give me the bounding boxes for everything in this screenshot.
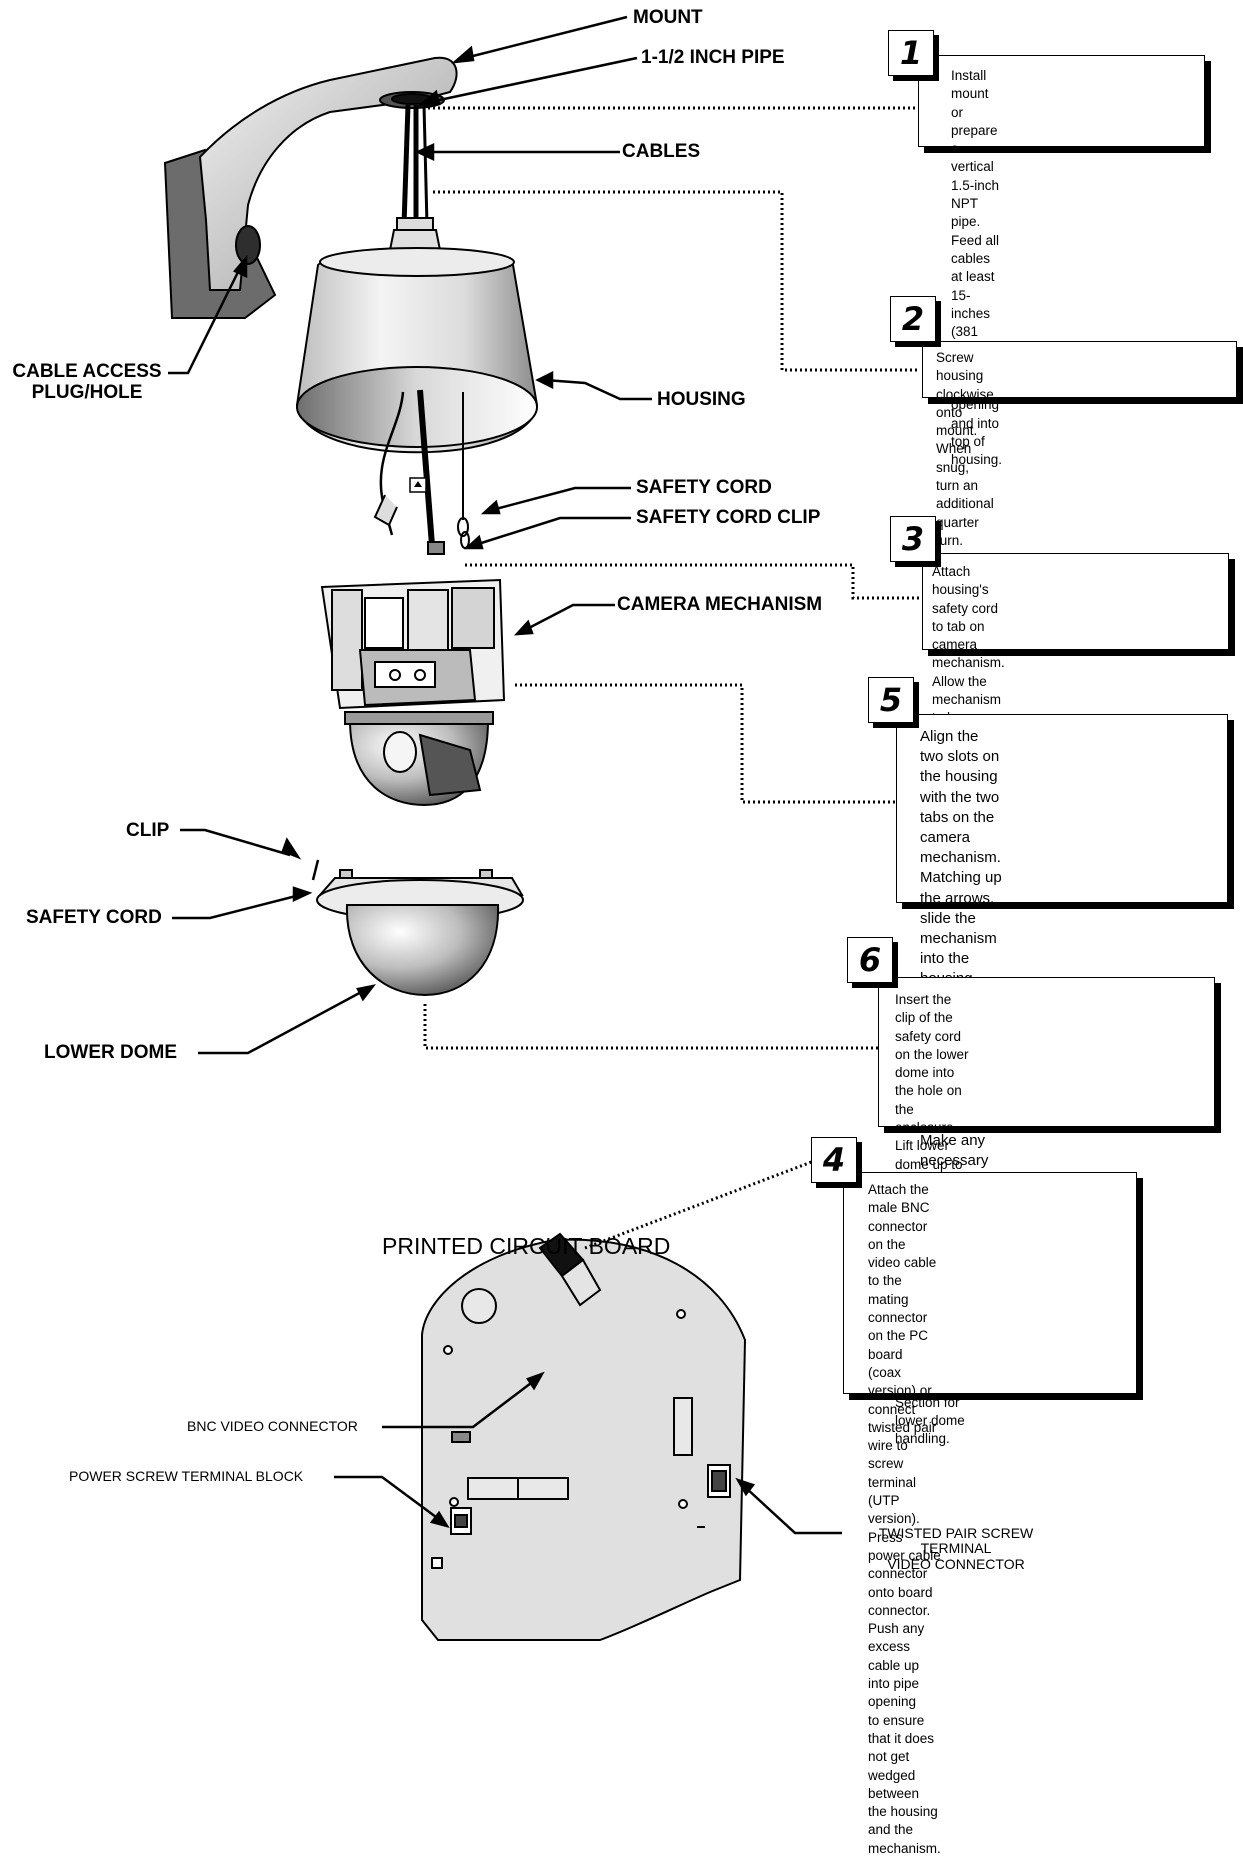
housing [295, 217, 539, 454]
camera-mechanism [320, 578, 506, 807]
bnc-connector-label: BNC VIDEO CONNECTOR [187, 1418, 358, 1434]
cables-label: CABLES [622, 141, 701, 162]
mount-label: MOUNT [633, 7, 703, 28]
cables [401, 104, 429, 226]
step-4-number: 4 [811, 1137, 857, 1183]
step-2-number: 2 [890, 296, 936, 342]
camera-mechanism-label: CAMERA MECHANISM [617, 594, 823, 615]
step-4-text: Attach the male BNC connector on the vid… [868, 1182, 941, 1856]
hanging-cables [373, 389, 470, 555]
lower-dome-label: LOWER DOME [44, 1042, 177, 1063]
step-3-number: 3 [890, 516, 936, 562]
cable-access-label: CABLE ACCESS PLUG/HOLE [12, 361, 162, 403]
wall-mount-bracket [163, 56, 458, 319]
power-terminal-label: POWER SCREW TERMINAL BLOCK [69, 1468, 304, 1484]
pcb-title: PRINTED CIRCUIT BOARD [382, 1233, 671, 1259]
dome-safety-cord-label: SAFETY CORD [26, 907, 162, 928]
safety-cord-clip-label: SAFETY CORD CLIP [636, 507, 821, 528]
housing-label: HOUSING [657, 389, 746, 410]
pipe-label: 1-1/2 INCH PIPE [641, 47, 785, 68]
step-5-number: 5 [868, 677, 914, 723]
lower-dome [311, 859, 524, 997]
step-connectors [423, 106, 922, 1250]
installation-diagram [163, 15, 922, 1641]
leader-arrows [168, 15, 842, 1535]
clip-label: CLIP [126, 820, 170, 841]
pc-board [421, 1232, 747, 1641]
step-2-text: Screw housing clockwise onto mount. When… [936, 350, 994, 548]
safety-cord-label: SAFETY CORD [636, 477, 772, 498]
twisted-pair-label: TWISTED PAIR SCREW TERMINAL VIDEO CONNEC… [878, 1525, 1034, 1572]
step-1-number: 1 [888, 30, 934, 76]
step-6-number: 6 [847, 937, 893, 983]
